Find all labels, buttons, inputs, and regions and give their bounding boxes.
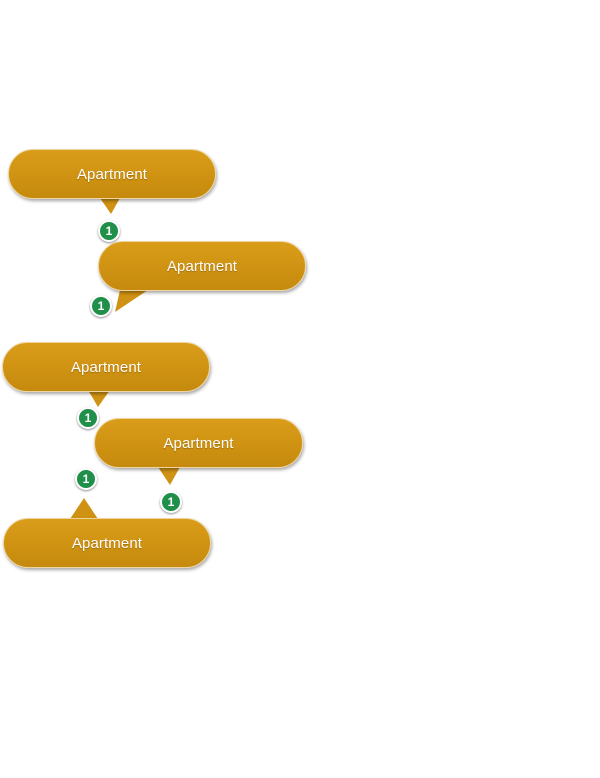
count-badge[interactable]: 1 <box>98 220 120 242</box>
callout-pointer <box>100 198 120 214</box>
callout-pointer <box>88 390 110 407</box>
callout-pointer <box>115 290 148 312</box>
count-badge-label: 1 <box>84 411 92 425</box>
count-badge[interactable]: 1 <box>75 468 97 490</box>
marker-label: Apartment <box>76 165 148 183</box>
apartment-marker[interactable]: Apartment <box>3 518 211 568</box>
count-badge[interactable]: 1 <box>160 491 182 513</box>
marker-label: Apartment <box>166 257 238 275</box>
apartment-marker[interactable]: Apartment <box>98 241 306 291</box>
count-badge-label: 1 <box>167 495 175 509</box>
callout-pointer <box>158 467 180 485</box>
count-badge-label: 1 <box>82 472 90 486</box>
apartment-marker[interactable]: Apartment <box>94 418 303 468</box>
marker-label: Apartment <box>70 358 142 376</box>
count-badge-label: 1 <box>105 224 113 238</box>
apartment-marker[interactable]: Apartment <box>2 342 210 392</box>
apartment-marker[interactable]: Apartment <box>8 149 216 199</box>
count-badge[interactable]: 1 <box>77 407 99 429</box>
count-badge[interactable]: 1 <box>90 295 112 317</box>
count-badge-label: 1 <box>97 299 105 313</box>
marker-label: Apartment <box>71 534 143 552</box>
callout-pointer <box>70 498 98 519</box>
marker-label: Apartment <box>163 434 234 452</box>
